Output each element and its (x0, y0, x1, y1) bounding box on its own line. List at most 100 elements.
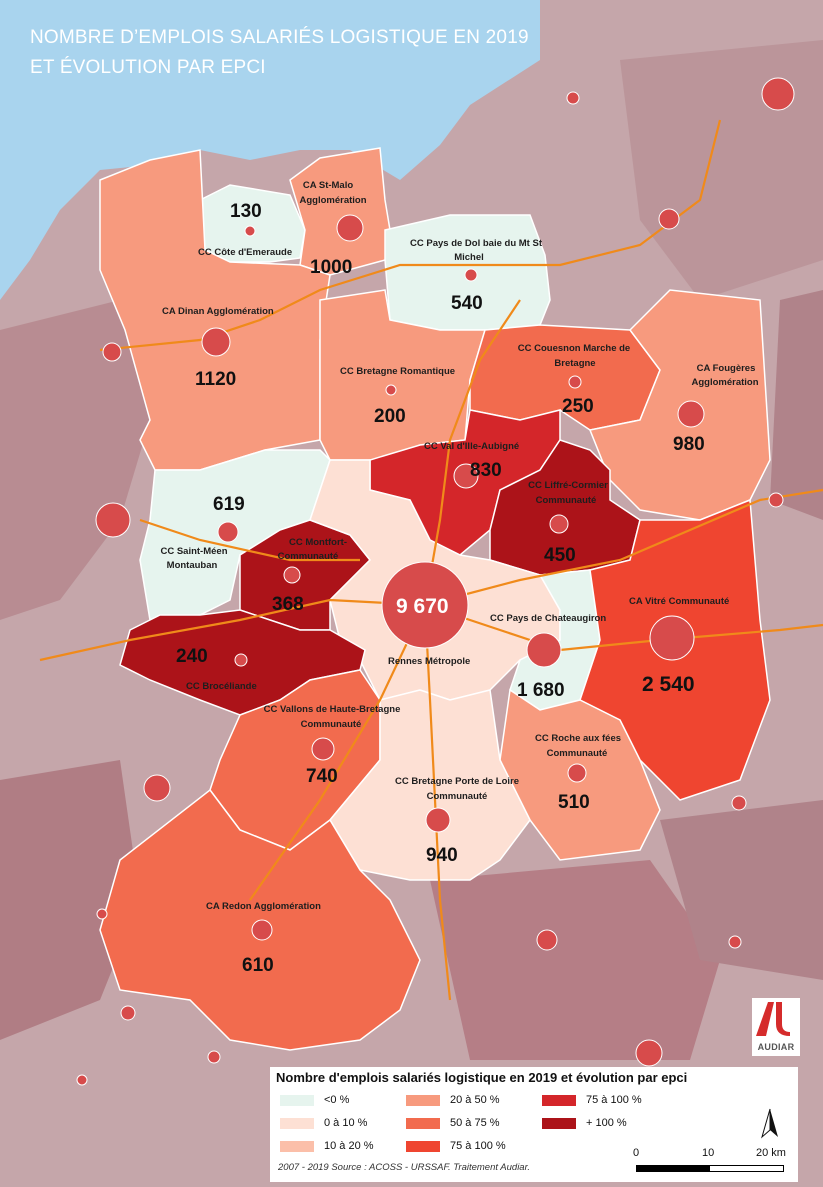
value-label: 240 (176, 646, 208, 667)
legend-item: + 100 % (542, 1117, 627, 1129)
epci-name-label: Communauté (536, 495, 597, 506)
value-label: 2 540 (642, 673, 695, 696)
circle-st-malo (336, 214, 364, 242)
legend-item: 20 à 50 % (406, 1094, 500, 1106)
epci-name-label: Communauté (427, 791, 488, 802)
epci-name-label: CC Roche aux fées (535, 733, 621, 744)
outside-zone-southwest (0, 760, 140, 1040)
circle-redon (251, 919, 273, 941)
scale-label: 10 (702, 1147, 715, 1159)
legend-label: 75 à 100 % (450, 1140, 506, 1152)
epci-name-label: Montauban (167, 560, 218, 571)
circle-rennes (381, 561, 469, 649)
circle-outside (761, 77, 795, 111)
value-label: 980 (673, 434, 705, 455)
epci-name-label: Agglomération (299, 195, 366, 206)
circle-liffre (549, 514, 569, 534)
epci-name-label: CC Brocéliande (186, 681, 257, 692)
legend-item: <0 % (280, 1094, 349, 1106)
circle-montfort (283, 566, 301, 584)
circle-outside (728, 935, 742, 949)
legend-swatch (542, 1094, 576, 1106)
epci-name-label: CC Vallons de Haute-Bretagne (264, 704, 401, 715)
epci-name-label: CC Saint-Méen (160, 546, 227, 557)
circle-outside (102, 342, 122, 362)
circle-cote-emeraude (244, 225, 256, 237)
value-label: 200 (374, 406, 406, 427)
circle-broceliande (234, 653, 248, 667)
legend-label: + 100 % (586, 1117, 627, 1129)
epci-name-label: Bretagne (554, 358, 595, 369)
circle-dinan (201, 327, 231, 357)
epci-name-label: CC Pays de Chateaugiron (490, 613, 606, 624)
circle-dol (464, 268, 478, 282)
circle-porte-de-loire (425, 807, 451, 833)
value-label: 940 (426, 845, 458, 866)
value-label: 450 (544, 545, 576, 566)
epci-name-label: Communauté (301, 719, 362, 730)
legend-swatch (280, 1094, 314, 1106)
legend-label: 10 à 20 % (324, 1140, 374, 1152)
value-label: 130 (230, 201, 262, 222)
epci-name-label: Communauté (547, 748, 608, 759)
legend-label: <0 % (324, 1094, 350, 1106)
legend: Nombre d'emplois salariés logistique en … (270, 1067, 798, 1182)
audiar-logo-text: AUDIAR (757, 1042, 795, 1052)
value-label: 1 680 (517, 680, 565, 701)
legend-swatch (280, 1117, 314, 1129)
circle-outside (76, 1074, 88, 1086)
legend-label: 50 à 75 % (450, 1117, 500, 1129)
circle-roche-aux-fees (567, 763, 587, 783)
legend-item: 75 à 100 % (542, 1094, 642, 1106)
circle-fougeres (677, 400, 705, 428)
scale-label: 0 (633, 1147, 640, 1159)
legend-swatch (406, 1140, 440, 1152)
legend-label: 75 à 100 % (586, 1094, 642, 1106)
epci-name-label: Michel (454, 252, 484, 263)
epci-name-label: CA Fougères (697, 363, 756, 374)
circle-outside (96, 908, 108, 920)
map-title-line-2: ET ÉVOLUTION PAR EPCI (30, 57, 266, 78)
value-label: 540 (451, 293, 483, 314)
legend-item: 10 à 20 % (280, 1140, 374, 1152)
scale-label: 20 km (756, 1147, 786, 1159)
circle-saint-meen (217, 521, 239, 543)
value-label: 619 (213, 494, 245, 515)
value-label: 830 (470, 460, 502, 481)
epci-name-label: CC Montfort- (289, 537, 347, 548)
outside-zone-west (0, 300, 150, 620)
epci-name-label: Communauté (278, 551, 339, 562)
value-label: 610 (242, 955, 274, 976)
circle-bretagne-romantique (385, 384, 397, 396)
audiar-logo: AUDIAR (752, 998, 800, 1056)
map-title-line-1: NOMBRE D’EMPLOIS SALARIÉS LOGISTIQUE EN … (30, 27, 529, 48)
legend-label: 20 à 50 % (450, 1094, 500, 1106)
value-label: 1120 (195, 369, 236, 390)
legend-swatch (406, 1117, 440, 1129)
legend-label: 0 à 10 % (324, 1117, 368, 1129)
legend-swatch (542, 1117, 576, 1129)
circle-vitre (649, 615, 695, 661)
epci-name-label: Agglomération (691, 377, 758, 388)
circle-outside (635, 1039, 663, 1067)
circle-outside (120, 1005, 136, 1021)
epci-name-label: CC Val d'Ille-Aubigné (424, 441, 519, 452)
legend-swatch (406, 1094, 440, 1106)
epci-name-label: CC Bretagne Romantique (340, 366, 455, 377)
legend-title: Nombre d'emplois salariés logistique en … (276, 1070, 688, 1085)
outside-zone-south (430, 860, 720, 1060)
audiar-logo-icon (756, 1002, 790, 1036)
circle-outside (658, 208, 680, 230)
legend-item: 75 à 100 % (406, 1140, 506, 1152)
legend-item: 0 à 10 % (280, 1117, 367, 1129)
circle-val-dille (453, 463, 479, 489)
epci-name-label: Rennes Métropole (388, 656, 470, 667)
epci-name-label: CC Pays de Dol baie du Mt St (410, 238, 543, 249)
labels: 130 CC Côte d'Emeraude CA St-Malo Agglom… (160, 180, 758, 976)
epci-name-label: CA St-Malo (303, 180, 354, 191)
value-label: 740 (306, 766, 338, 787)
legend-swatch (280, 1140, 314, 1152)
epci-name-label: CC Bretagne Porte de Loire (395, 776, 519, 787)
value-label: 250 (562, 396, 594, 417)
